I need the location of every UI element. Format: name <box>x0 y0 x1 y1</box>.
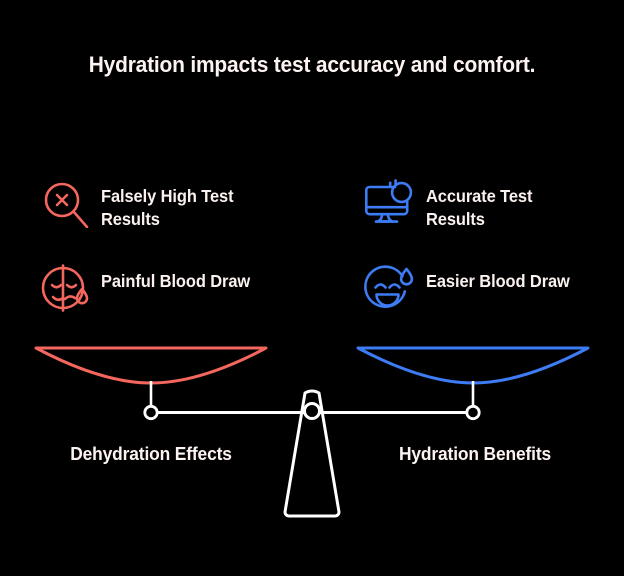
feature-label: Accurate Test Results <box>426 186 533 229</box>
feature-label: Easier Blood Draw <box>426 271 570 291</box>
feature-item-accurate-test-results: Accurate Test Results <box>363 176 606 231</box>
page-title: Hydration impacts test accuracy and comf… <box>88 52 536 77</box>
smiling-face-icon <box>364 265 414 308</box>
feature-item-painful-blood-draw: Painful Blood Draw <box>38 261 260 313</box>
scale-fulcrum <box>283 389 341 518</box>
scale-ring-left <box>143 404 159 421</box>
feature-label: Falsely High Test Results <box>101 186 234 229</box>
scale-ring-right <box>465 404 481 421</box>
caption-dehydration-effects: Dehydration Effects <box>70 443 232 464</box>
scale-pan-left <box>34 346 268 385</box>
magnifier-x-icon <box>44 182 89 228</box>
caption-hydration-benefits: Hydration Benefits <box>398 443 552 464</box>
feature-label: Painful Blood Draw <box>101 271 251 291</box>
feature-item-falsely-high-test-results: Falsely High Test Results <box>38 176 281 231</box>
feature-item-easier-blood-draw: Easier Blood Draw <box>363 261 579 313</box>
monitor-check-icon <box>365 179 413 223</box>
scale-pan-right <box>356 346 590 385</box>
scale-pivot-ring <box>303 402 321 420</box>
crying-face-icon <box>41 264 89 312</box>
